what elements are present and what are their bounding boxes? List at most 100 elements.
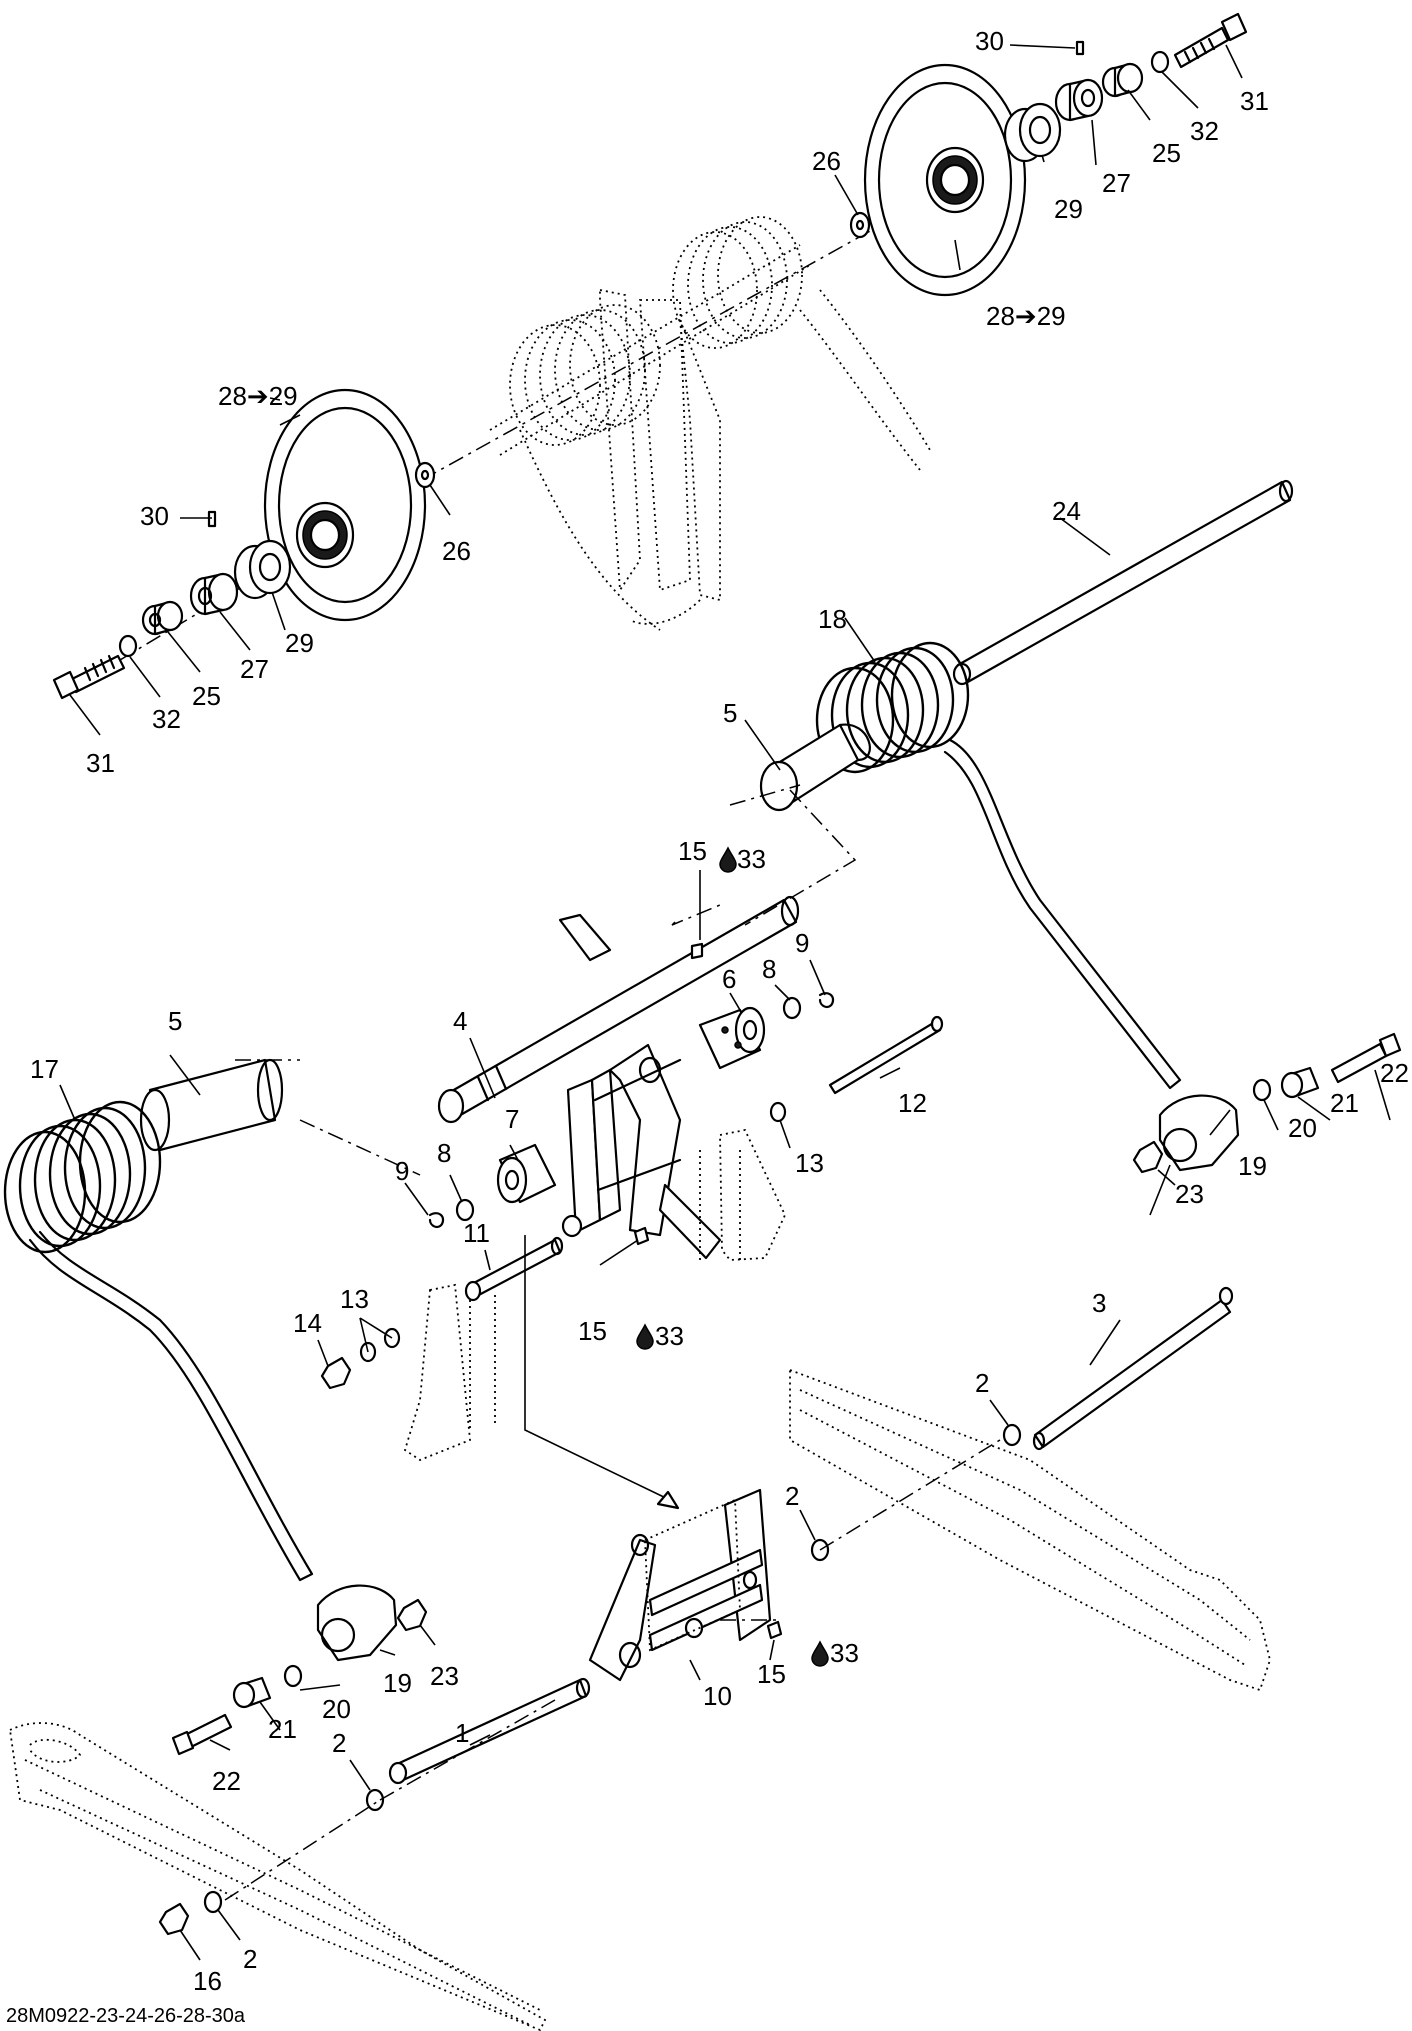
callout-8: 8 xyxy=(762,954,776,984)
shaft-24 xyxy=(952,479,1294,686)
callout-33: 33 xyxy=(737,844,766,874)
torsion-spring-18 xyxy=(815,641,1182,1090)
left-slide-rail-ghost xyxy=(9,1722,547,2031)
upper-left-coil xyxy=(509,304,661,446)
shaft-3 xyxy=(1032,1286,1234,1451)
bearing-29-left xyxy=(233,539,292,600)
bushing-21-left xyxy=(232,1676,272,1709)
callout-29: 29 xyxy=(1054,194,1083,224)
idler-wheel-left xyxy=(263,388,427,622)
callout-22: 22 xyxy=(212,1766,241,1796)
callout-33: 33 xyxy=(830,1638,859,1668)
center-bracket-10 xyxy=(588,1488,772,1682)
callout-32: 32 xyxy=(1190,116,1219,146)
nut-16 xyxy=(158,1902,190,1936)
right-slide-rail-ghost xyxy=(789,1368,1271,1692)
oil-drop-icon xyxy=(811,1640,829,1667)
callout-25: 25 xyxy=(1152,138,1181,168)
callout-27: 27 xyxy=(240,654,269,684)
callout-4: 4 xyxy=(453,1006,467,1036)
washer-26-left xyxy=(414,461,436,489)
callout-26: 26 xyxy=(812,146,841,176)
idler-wheel-right xyxy=(863,63,1027,297)
bushing-6 xyxy=(698,1006,766,1070)
callout-15: 15 xyxy=(678,836,707,866)
grease-fitting-15-upper xyxy=(690,942,704,960)
washer-13-right xyxy=(769,1101,787,1123)
callout-20: 20 xyxy=(1288,1113,1317,1143)
callout-17: 17 xyxy=(30,1054,59,1084)
callout-33: 33 xyxy=(655,1321,684,1351)
callout-13: 13 xyxy=(795,1148,824,1178)
washer-26-right xyxy=(849,211,871,239)
callout-5: 5 xyxy=(168,1006,182,1036)
nut-23-left xyxy=(396,1598,428,1632)
washer-8-upper xyxy=(782,996,802,1020)
nut-23-right xyxy=(1132,1140,1164,1174)
washer-20-left xyxy=(283,1664,303,1688)
callout-30: 30 xyxy=(140,501,169,531)
callout-2: 2 xyxy=(785,1481,799,1511)
set-screw-30-left xyxy=(207,510,217,528)
callout-27: 27 xyxy=(1102,168,1131,198)
bolt-31-left xyxy=(52,654,126,700)
callout-15: 15 xyxy=(578,1316,607,1346)
bushing-25-right xyxy=(1101,62,1144,98)
oil-drop-icon xyxy=(719,846,737,873)
washer-2-shaft3 xyxy=(1002,1423,1022,1447)
callout-19: 19 xyxy=(383,1668,412,1698)
drawing-code: 28M0922-23-24-26-28-30a xyxy=(6,2005,246,2027)
spacer-27-left xyxy=(189,572,239,616)
bolt-31-right xyxy=(1173,12,1248,69)
callout-29: 29 xyxy=(285,628,314,658)
callout-28-29: 28➔29 xyxy=(218,381,298,411)
callout-21: 21 xyxy=(268,1714,297,1744)
callout-2: 2 xyxy=(243,1944,257,1974)
callout-19: 19 xyxy=(1238,1151,1267,1181)
oil-drop-icon xyxy=(636,1323,654,1350)
pin-12 xyxy=(828,1015,944,1095)
callout-10: 10 xyxy=(703,1681,732,1711)
torsion-spring-17 xyxy=(3,1100,314,1582)
bearing-29-right xyxy=(1003,102,1062,163)
callout-25: 25 xyxy=(192,681,221,711)
circlip-9-upper xyxy=(818,992,835,1009)
callout-31: 31 xyxy=(86,748,115,778)
callout-31: 31 xyxy=(1240,86,1269,116)
bolt-22-right xyxy=(1330,1032,1402,1084)
end-block-19-left xyxy=(316,1584,398,1662)
washer-8-lower xyxy=(455,1198,475,1222)
callout-32: 32 xyxy=(152,704,181,734)
pin-11 xyxy=(464,1236,564,1302)
nut-14 xyxy=(320,1356,352,1390)
bushing-25-left xyxy=(141,600,184,636)
callout-13: 13 xyxy=(340,1284,369,1314)
bushing-7 xyxy=(496,1143,557,1204)
set-screw-30-right xyxy=(1075,40,1085,56)
callout-5: 5 xyxy=(723,698,737,728)
callout-6: 6 xyxy=(722,964,736,994)
callout-2: 2 xyxy=(332,1728,346,1758)
washer-32-right xyxy=(1150,50,1170,74)
callout-30: 30 xyxy=(975,26,1004,56)
callout-14: 14 xyxy=(293,1308,322,1338)
callout-20: 20 xyxy=(322,1694,351,1724)
callout-28-29: 28➔29 xyxy=(986,301,1066,331)
sleeve-5-left xyxy=(139,1058,284,1152)
callout-22: 22 xyxy=(1380,1058,1409,1088)
callout-15: 15 xyxy=(757,1659,786,1689)
bolt-22-left xyxy=(171,1713,233,1756)
callout-21: 21 xyxy=(1330,1088,1359,1118)
upper-idler-assembly-ghost xyxy=(489,216,931,631)
callout-1: 1 xyxy=(455,1718,469,1748)
washer-20-right xyxy=(1252,1078,1272,1102)
leader-lines xyxy=(59,44,1391,1961)
callout-12: 12 xyxy=(898,1088,927,1118)
sleeve-5-right xyxy=(759,723,871,812)
callout-26: 26 xyxy=(442,536,471,566)
callout-3: 3 xyxy=(1092,1288,1106,1318)
pivot-arm xyxy=(558,913,722,1260)
callout-9: 9 xyxy=(795,928,809,958)
circlip-9-lower xyxy=(428,1212,445,1229)
callout-9: 9 xyxy=(395,1156,409,1186)
